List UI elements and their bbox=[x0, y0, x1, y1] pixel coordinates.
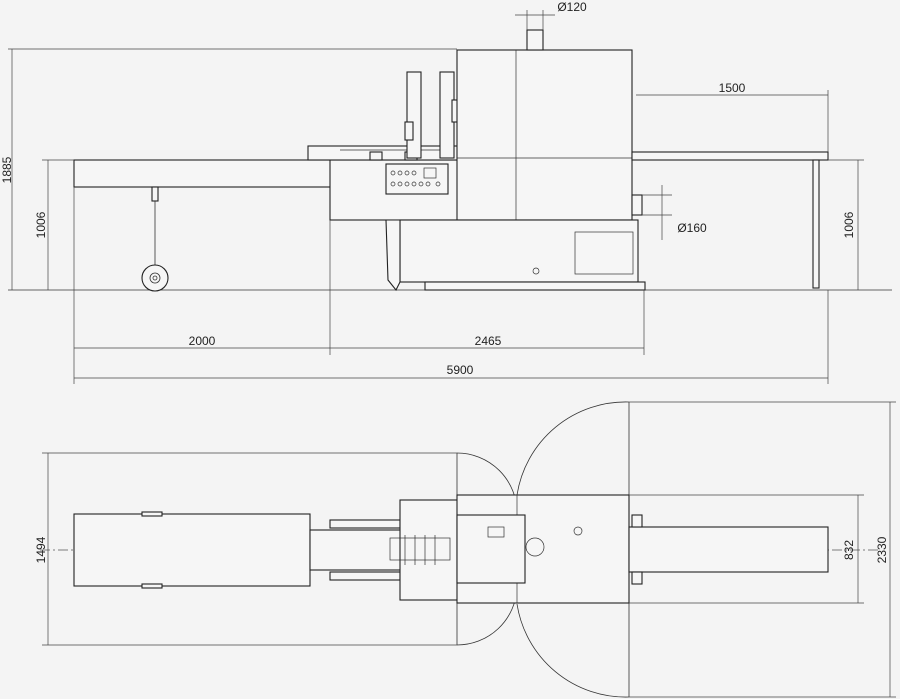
infeed-table bbox=[73, 159, 333, 188]
upright-left bbox=[406, 71, 422, 159]
top-outfeed-mount-1 bbox=[631, 514, 643, 528]
swing-arc-bottom-right bbox=[516, 603, 630, 698]
top-head-block bbox=[456, 514, 526, 584]
dim-machine-length: 2465 bbox=[475, 334, 502, 348]
dim-exhaust-top-diameter: Ø120 bbox=[557, 0, 587, 14]
exhaust-side bbox=[631, 194, 643, 216]
top-motor bbox=[525, 537, 545, 557]
dim-swing-width: 1494 bbox=[34, 536, 48, 563]
top-infeed-table bbox=[73, 513, 311, 587]
dim-right-table-height: 1006 bbox=[842, 211, 856, 238]
dim-total-depth: 2330 bbox=[875, 536, 889, 563]
top-view bbox=[40, 401, 880, 698]
exhaust-top bbox=[526, 29, 544, 51]
dim-outfeed-length: 1500 bbox=[719, 81, 746, 95]
wheel bbox=[141, 264, 169, 292]
swing-arc-top-right bbox=[516, 401, 630, 496]
cabinet-front bbox=[385, 219, 401, 292]
top-port bbox=[573, 526, 583, 536]
top-outfeed-mount-2 bbox=[631, 571, 643, 585]
top-fence bbox=[389, 537, 451, 561]
wheel-hub bbox=[149, 272, 161, 284]
top-dimensions: 1494 832 2330 bbox=[34, 401, 896, 698]
saw-housing bbox=[456, 49, 633, 221]
cabinet-door bbox=[574, 231, 634, 275]
outfeed-leg bbox=[812, 159, 820, 289]
top-rail-lower bbox=[329, 571, 401, 581]
outfeed-table bbox=[631, 151, 829, 161]
side-view bbox=[8, 29, 892, 292]
dim-left-table-height: 1006 bbox=[34, 211, 48, 238]
control-panel bbox=[385, 163, 449, 195]
top-infeed-clamp-1 bbox=[141, 511, 163, 517]
top-outfeed-table bbox=[628, 526, 829, 573]
top-infeed-clamp-2 bbox=[141, 583, 163, 589]
side-dimensions: 1885 1006 1006 1500 Ø120 Ø160 2000 2465 … bbox=[0, 0, 864, 384]
cabinet-knob bbox=[532, 267, 540, 275]
dim-infeed-length: 2000 bbox=[189, 334, 216, 348]
top-head-detail bbox=[487, 526, 505, 538]
panel-buttons bbox=[390, 170, 441, 187]
clamp-1 bbox=[369, 151, 383, 161]
work-table bbox=[307, 145, 459, 161]
dim-overall-height: 1885 bbox=[0, 156, 14, 183]
top-rail-upper bbox=[329, 519, 401, 529]
top-carriage bbox=[399, 499, 461, 601]
upright-handle bbox=[404, 121, 414, 141]
wheel-axle bbox=[152, 275, 158, 281]
panel-display bbox=[423, 167, 437, 179]
leg-clamp bbox=[151, 186, 159, 202]
machine-base bbox=[424, 281, 646, 291]
dim-exhaust-side-diameter: Ø160 bbox=[677, 221, 707, 235]
dim-table-width: 832 bbox=[842, 540, 856, 560]
top-fence-lines bbox=[404, 535, 436, 565]
lower-cabinet bbox=[399, 219, 639, 283]
dim-total-length: 5900 bbox=[447, 363, 474, 377]
